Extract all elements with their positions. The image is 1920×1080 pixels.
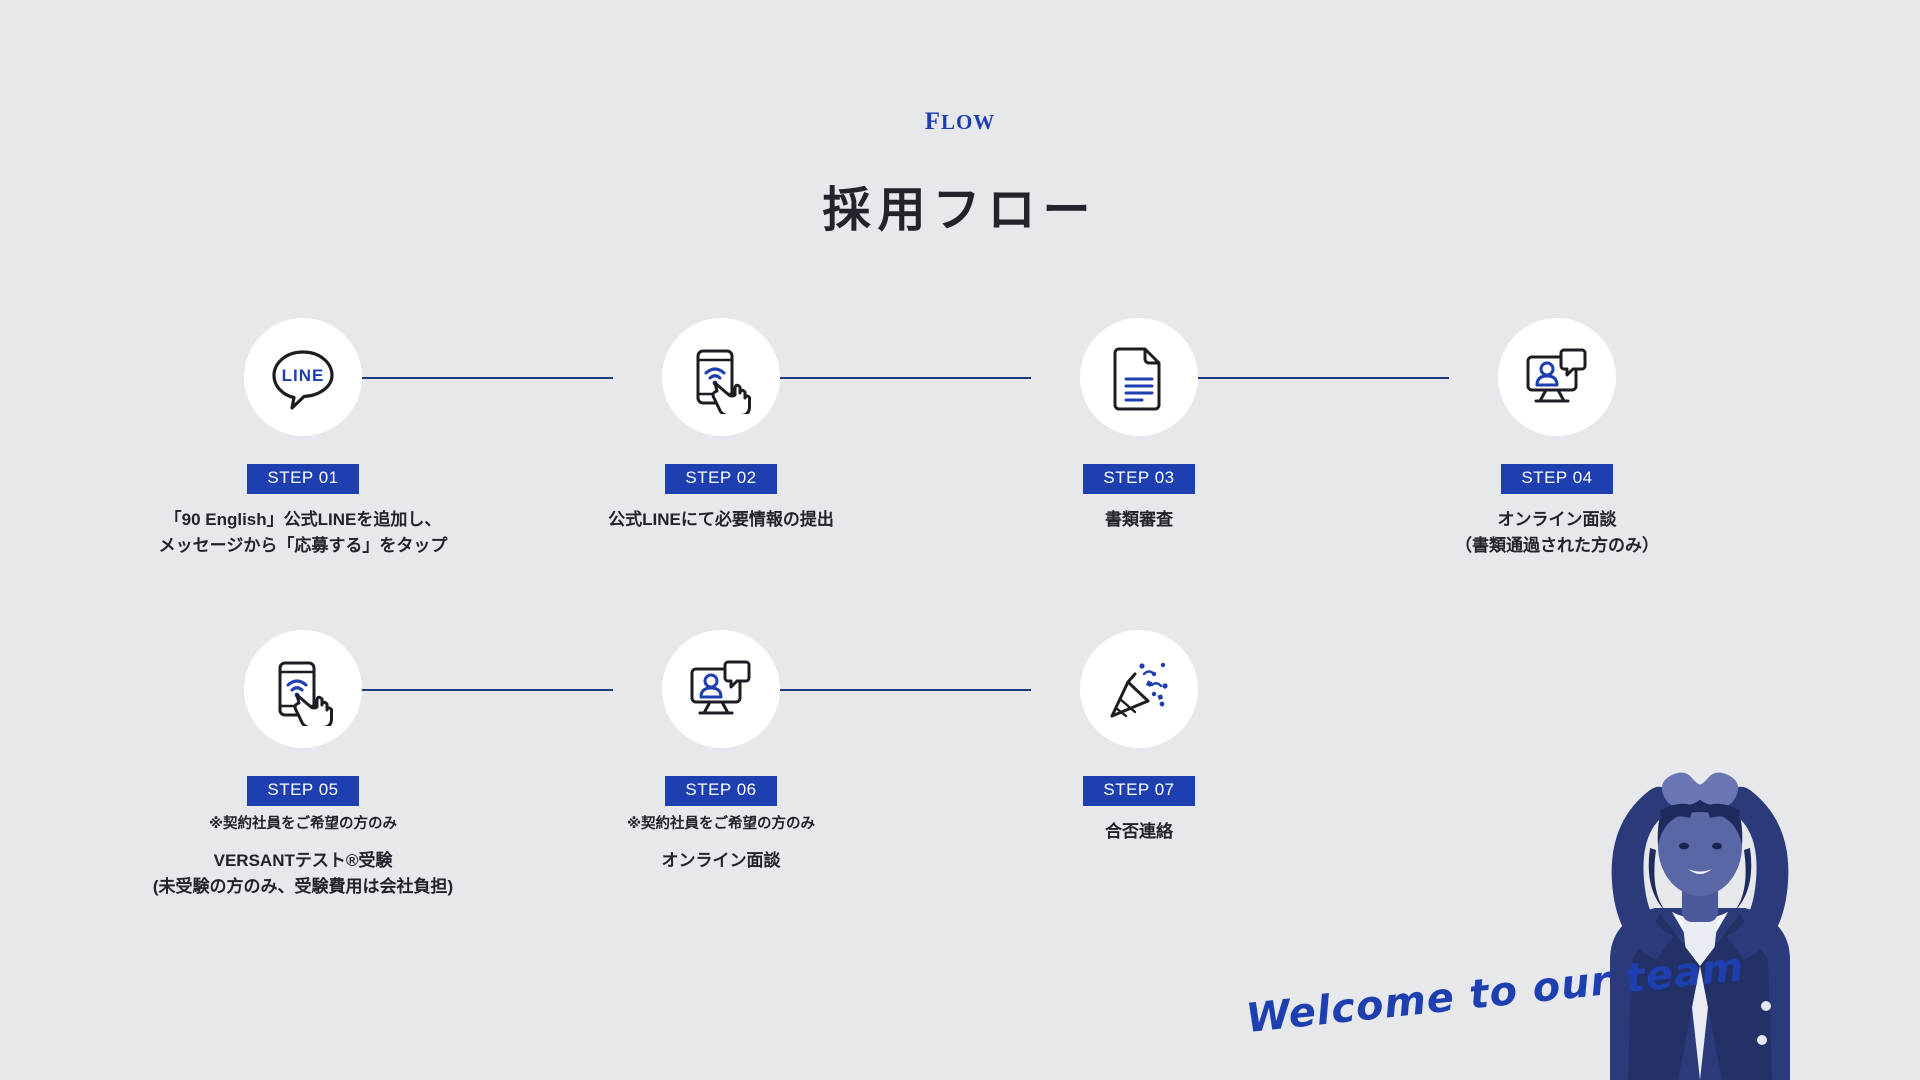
connector-line-5-6 bbox=[361, 689, 613, 691]
step-badge: STEP 04 bbox=[1501, 464, 1613, 494]
flow-row-1: LINE STEP 01 「90 English」公式LINEを追加し、 メッセ… bbox=[159, 318, 1662, 559]
step-description: VERSANTテスト®受験 (未受験の方のみ、受験費用は会社負担) bbox=[152, 850, 454, 897]
svg-text:LINE: LINE bbox=[282, 366, 325, 385]
step-icon-circle bbox=[662, 630, 780, 748]
step-badge: STEP 07 bbox=[1083, 776, 1195, 806]
page-title: 採用フロー bbox=[822, 184, 1098, 237]
flow-step-06: STEP 06 ※契約社員をご希望の方のみ オンライン面談 bbox=[616, 630, 826, 874]
smartphone-tap-icon bbox=[684, 340, 758, 414]
welcome-script-text: Welcome to our team bbox=[1243, 943, 1747, 1043]
section-eyebrow: Flow bbox=[924, 97, 996, 137]
online-interview-icon bbox=[684, 652, 758, 726]
flow-step-05: STEP 05 ※契約社員をご希望の方のみ VERSANTテスト®受験 (未受験… bbox=[153, 630, 453, 901]
step-description: 書類審査 bbox=[1105, 509, 1173, 529]
step-note: ※契約社員をご希望の方のみ bbox=[626, 815, 816, 832]
step-description: オンライン面談 （書類通過された方のみ） bbox=[1455, 509, 1659, 556]
step-icon-circle bbox=[244, 630, 362, 748]
connector-line-3-4 bbox=[1197, 377, 1449, 379]
step-icon-circle bbox=[1080, 318, 1198, 436]
step-badge: STEP 01 bbox=[247, 464, 359, 494]
flow-step-04: STEP 04 オンライン面談 （書類通過された方のみ） bbox=[1452, 318, 1662, 559]
line-chat-icon: LINE bbox=[266, 340, 340, 414]
flow-step-02: STEP 02 公式LINEにて必要情報の提出 bbox=[608, 318, 834, 533]
step-icon-circle bbox=[1080, 630, 1198, 748]
flow-step-01: LINE STEP 01 「90 English」公式LINEを追加し、 メッセ… bbox=[159, 318, 447, 559]
step-badge: STEP 03 bbox=[1083, 464, 1195, 494]
flow-step-03: STEP 03 書類審査 bbox=[1034, 318, 1244, 533]
page-header: Flow 採用フロー bbox=[0, 96, 1920, 240]
step-badge: STEP 02 bbox=[665, 464, 777, 494]
confetti-icon bbox=[1102, 652, 1176, 726]
smartphone-tap-icon bbox=[266, 652, 340, 726]
step-icon-circle bbox=[1498, 318, 1616, 436]
step-badge: STEP 06 bbox=[665, 776, 777, 806]
step-icon-circle bbox=[662, 318, 780, 436]
connector-line-1-2 bbox=[361, 377, 613, 379]
document-icon bbox=[1102, 340, 1176, 414]
connector-line-6-7 bbox=[779, 689, 1031, 691]
step-note: ※契約社員をご希望の方のみ bbox=[208, 815, 398, 832]
step-badge: STEP 05 bbox=[247, 776, 359, 806]
step-icon-circle: LINE bbox=[244, 318, 362, 436]
step-description: 「90 English」公式LINEを追加し、 メッセージから「応募する」をタッ… bbox=[158, 509, 448, 556]
step-description: オンライン面談 bbox=[661, 850, 781, 870]
flow-step-07: STEP 07 合否連絡 bbox=[1034, 630, 1244, 845]
flow-row-2: STEP 05 ※契約社員をご希望の方のみ VERSANTテスト®受験 (未受験… bbox=[153, 630, 1244, 901]
online-interview-icon bbox=[1520, 340, 1594, 414]
step-description: 合否連絡 bbox=[1105, 821, 1173, 841]
connector-line-2-3 bbox=[779, 377, 1031, 379]
step-description: 公式LINEにて必要情報の提出 bbox=[608, 509, 834, 529]
